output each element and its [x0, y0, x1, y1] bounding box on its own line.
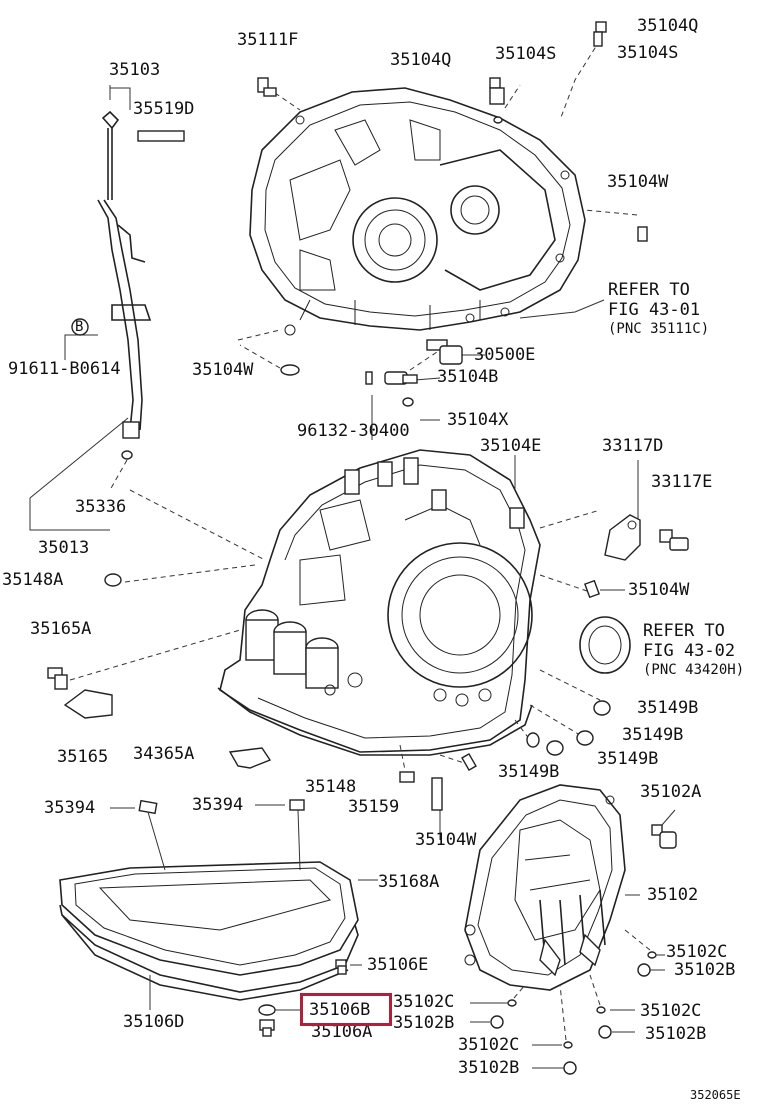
label-35336: 35336 [75, 497, 127, 517]
label-35148A: 35148A [2, 570, 64, 590]
part-34365A-drawing [228, 747, 272, 769]
label-35102C-a: 35102C [393, 992, 455, 1012]
label-35104W-b: 35104W [192, 360, 254, 380]
label-35168A: 35168A [378, 872, 440, 892]
label-35104W-d: 35104W [415, 830, 477, 850]
label-35103: 35103 [109, 60, 161, 80]
refer2-line-2: FIG 43-02 [643, 641, 736, 661]
bracket-33117D-drawing [604, 514, 689, 561]
label-35519D: 35519D [133, 99, 195, 119]
bolt-35165A-drawing [47, 667, 68, 690]
side-cover-35102-drawing [464, 784, 626, 991]
transaxle-housing-upper [249, 87, 586, 336]
label-35149B-c: 35149B [597, 749, 659, 769]
bolt-35102A-drawing [651, 824, 677, 849]
refer-line-2: FIG 43-01 [608, 300, 701, 320]
plug-35148-drawing [399, 771, 415, 783]
label-35149B-b: 35149B [622, 725, 684, 745]
label-35104W-a: 35104W [607, 172, 669, 192]
label-35104Q-b: 35104Q [390, 50, 452, 70]
drain-plug-35106E-drawing [335, 959, 347, 975]
label-35104Q-a: 35104Q [637, 16, 699, 36]
drain-plug-35106A-drawing [258, 1004, 276, 1037]
refer2-line-3: (PNC 43420H) [643, 662, 745, 678]
label-35102C-b: 35102C [666, 942, 728, 962]
transaxle-case-middle [217, 449, 541, 756]
refer-line-1: REFER TO [608, 280, 690, 300]
refer-to-fig-43-01: REFER TO FIG 43-01 (PNC 35111C) [608, 280, 710, 337]
dipstick-assembly-drawing [29, 85, 185, 531]
label-91611-b0614: 91611-B0614 [8, 359, 121, 379]
plug-35149B-d-drawing [526, 732, 540, 748]
small-parts-35102-drawing [470, 929, 665, 1075]
pin-35104W-b-drawing [280, 364, 300, 376]
label-35102C-c: 35102C [640, 1001, 702, 1021]
oil-pan-drawing [59, 799, 359, 1001]
refer-to-fig-43-02: REFER TO FIG 43-02 (PNC 43420H) [643, 621, 745, 678]
label-35104S-b: 35104S [495, 44, 557, 64]
plug-35149B-a-drawing [593, 700, 611, 716]
highlight-box-35106B[interactable] [300, 993, 392, 1026]
plug-35149B-b-drawing [576, 730, 594, 746]
oil-seal-drawing [579, 616, 631, 674]
label-35106D: 35106D [123, 1012, 185, 1032]
label-30500E: 30500E [474, 345, 536, 365]
pin-35159-drawing [431, 777, 443, 811]
label-35148: 35148 [305, 777, 357, 797]
label-35149B-d: 35149B [498, 762, 560, 782]
label-35159: 35159 [348, 797, 400, 817]
label-35102C-d: 35102C [458, 1035, 520, 1055]
plug-35149B-c-drawing [546, 740, 564, 756]
pin-35104W-drawing [637, 226, 648, 242]
label-35165A: 35165A [30, 619, 92, 639]
plug-35148A-drawing [104, 573, 122, 587]
label-35106E: 35106E [367, 955, 429, 975]
label-35149B-a: 35149B [637, 698, 699, 718]
label-35394-b: 35394 [192, 795, 244, 815]
refer2-line-1: REFER TO [643, 621, 725, 641]
label-35102B-c: 35102B [645, 1024, 707, 1044]
pin-35104W-c-drawing [584, 579, 600, 599]
label-35102B-d: 35102B [458, 1058, 520, 1078]
label-96132-30400: 96132-30400 [297, 421, 410, 441]
label-35106A: 35106A [311, 1022, 373, 1042]
callout-b-circle [71, 318, 89, 336]
label-35013: 35013 [38, 538, 90, 558]
pin-35104W-d-drawing [461, 752, 477, 772]
label-35394-a: 35394 [44, 798, 96, 818]
bolt-35104Q-drawing [489, 21, 607, 124]
plate-35165-drawing [63, 689, 113, 719]
label-35104W-c: 35104W [628, 580, 690, 600]
label-35165: 35165 [57, 747, 109, 767]
label-33117D: 33117D [602, 436, 664, 456]
bolt-35111F-drawing [257, 77, 277, 97]
label-35104X: 35104X [447, 410, 509, 430]
bolt-30500E-drawing [426, 339, 463, 365]
label-35104E: 35104E [480, 436, 542, 456]
label-35102A: 35102A [640, 782, 702, 802]
label-35104B: 35104B [437, 367, 499, 387]
label-35104S-a: 35104S [617, 43, 679, 63]
refer-line-3: (PNC 35111C) [608, 321, 710, 337]
label-35111F: 35111F [237, 30, 299, 50]
label-35102B-a: 35102B [393, 1013, 455, 1033]
label-35106B[interactable]: 35106B [309, 1000, 371, 1020]
sensor-35104B-drawing [365, 371, 418, 407]
label-35102: 35102 [647, 885, 699, 905]
callout-b-letter: B [75, 319, 84, 335]
label-35102B-b: 35102B [674, 960, 736, 980]
figure-code: 352065E [690, 1088, 741, 1102]
label-34365A: 34365A [133, 744, 195, 764]
label-33117E: 33117E [651, 472, 713, 492]
